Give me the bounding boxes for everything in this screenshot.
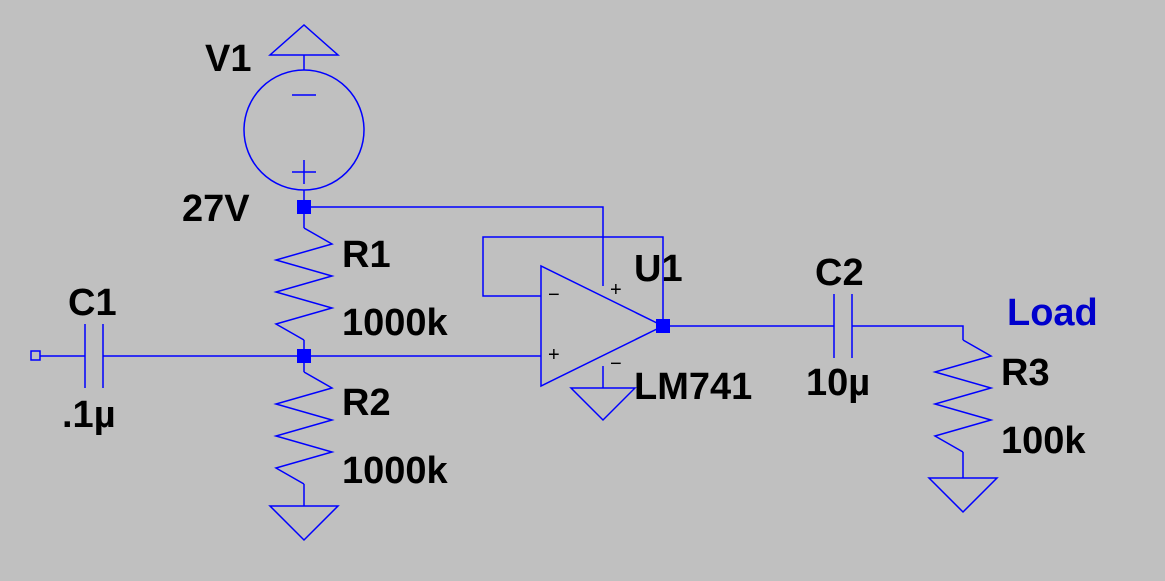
u1-name-label: U1 — [634, 248, 683, 290]
input-port — [30, 350, 41, 361]
c1-symbol — [84, 324, 104, 388]
opamp-vplus-sign: + — [610, 279, 622, 301]
r3-value-label: 100k — [1001, 420, 1086, 462]
opamp-vminus-sign: − — [610, 353, 622, 375]
junction-dot-divider — [297, 349, 311, 363]
r1-value-label: 1000k — [342, 302, 448, 344]
opamp-inverting-sign: − — [548, 284, 560, 306]
r1-name-label: R1 — [342, 234, 391, 276]
wire-supply-opamp — [304, 206, 604, 286]
r3-name-label: R3 — [1001, 352, 1050, 394]
c2-symbol — [833, 294, 853, 358]
junction-dot-supply — [297, 200, 311, 214]
ground-symbol-v1 — [268, 23, 340, 56]
u1-value-label: LM741 — [634, 366, 753, 408]
r3-symbol — [932, 339, 994, 453]
v1-name-label: V1 — [205, 38, 252, 80]
v1-symbol — [243, 69, 365, 191]
c2-name-label: C2 — [815, 252, 864, 294]
opamp-symbol — [540, 264, 665, 388]
ground-symbol-r2 — [268, 505, 340, 542]
c1-name-label: C1 — [68, 282, 117, 324]
junction-dot-output — [656, 319, 670, 333]
ground-symbol-opamp — [569, 387, 637, 422]
v1-value-label: 27V — [182, 188, 250, 230]
r1-symbol — [273, 227, 335, 341]
opamp-noninverting-sign: + — [548, 344, 560, 366]
load-net-label: Load — [1007, 292, 1098, 334]
c1-value-label: .1µ — [62, 394, 116, 436]
r2-name-label: R2 — [342, 382, 391, 424]
wire-c2-r3 — [852, 325, 964, 340]
c2-value-label: 10µ — [806, 362, 871, 404]
wire-feedback — [482, 236, 664, 326]
r2-symbol — [273, 371, 335, 485]
ground-symbol-r3 — [927, 477, 999, 514]
r2-value-label: 1000k — [342, 450, 448, 492]
